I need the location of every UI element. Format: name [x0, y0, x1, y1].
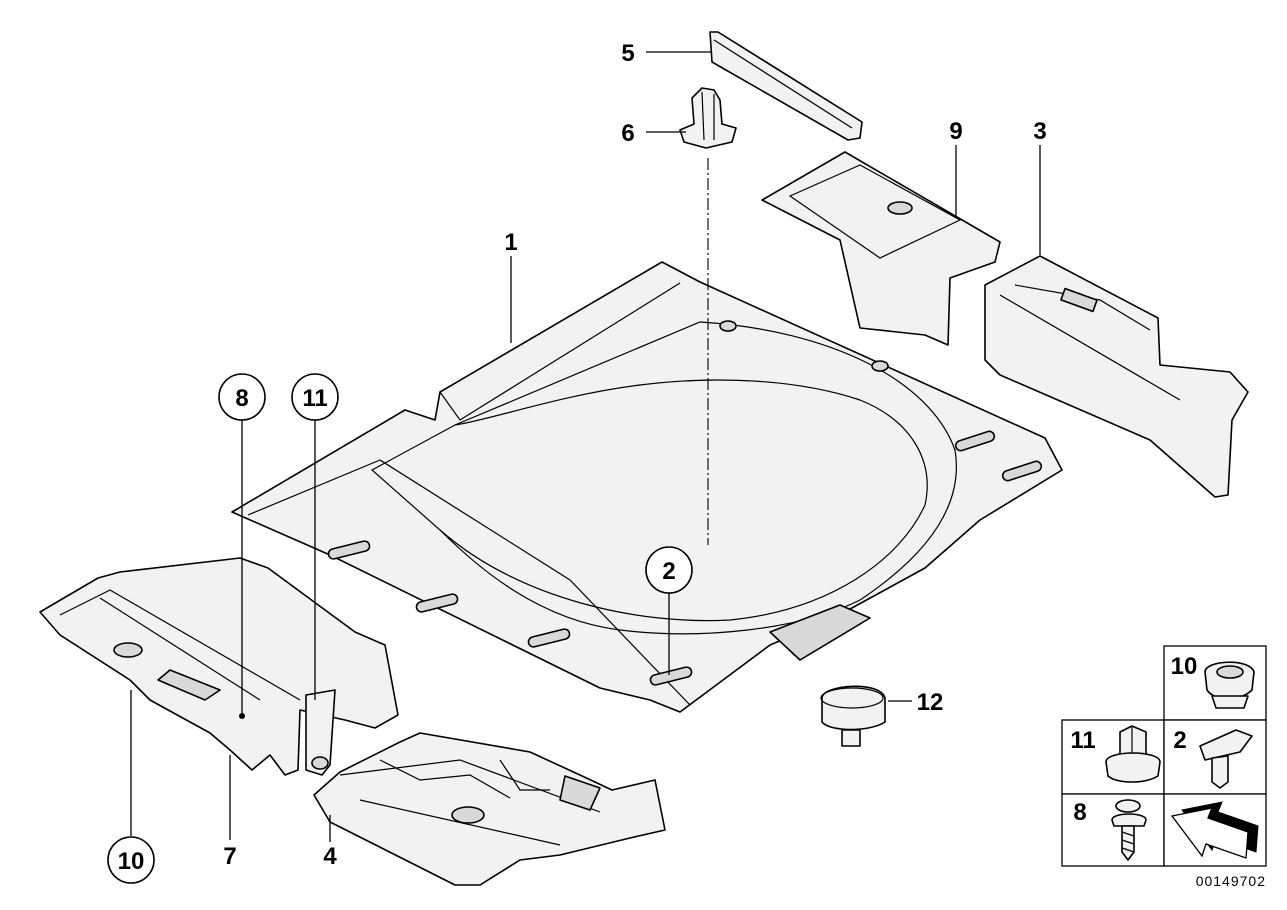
- part-9-side-trim-panel[interactable]: [761, 151, 1001, 346]
- part-1-trunk-floor-mat[interactable]: [231, 261, 1063, 713]
- screw-icon: [1111, 799, 1147, 861]
- legend-label-11: 11: [1070, 727, 1095, 754]
- callout-8-circle: [218, 373, 266, 421]
- callout-10: 10: [118, 848, 145, 875]
- callout-3: 3: [1033, 118, 1046, 145]
- callout-4: 4: [323, 843, 337, 870]
- legend-cell-8: [1061, 793, 1165, 867]
- legend-label-10: 10: [1171, 653, 1198, 680]
- callout-6: 6: [621, 120, 634, 147]
- callout-9: 9: [949, 118, 962, 145]
- reference-number: 00149702: [1196, 873, 1266, 889]
- part-6-expanding-rivet[interactable]: [679, 87, 737, 149]
- legend-label-2: 2: [1173, 727, 1186, 754]
- callout-11: 11: [302, 385, 327, 412]
- part-12-plug[interactable]: [820, 685, 886, 747]
- direction-arrow-icon: [1170, 801, 1259, 859]
- callout-7: 7: [223, 843, 236, 870]
- hex-nut-icon: [1105, 725, 1161, 783]
- part-4-tool-tray[interactable]: [313, 732, 666, 886]
- callout-12: 12: [917, 689, 944, 716]
- callout-5: 5: [621, 40, 634, 67]
- callout-11-circle: [291, 373, 339, 421]
- part-3-side-trim-panel[interactable]: [984, 255, 1249, 498]
- part-11-nut-installed[interactable]: [305, 689, 336, 776]
- callout-1: 1: [504, 229, 517, 256]
- callout-2-circle: [645, 546, 693, 594]
- grommet-icon: [1204, 661, 1255, 709]
- part-7-rear-trim[interactable]: [39, 557, 399, 776]
- legend-label-8: 8: [1073, 799, 1086, 826]
- callout-10-circle: [107, 836, 155, 884]
- part-5-cover-strip[interactable]: [709, 31, 863, 141]
- callout-2: 2: [662, 558, 675, 585]
- clip-icon: [1199, 729, 1253, 789]
- callout-8: 8: [235, 385, 248, 412]
- fastener-legend: 10 11 2 8: [1061, 645, 1267, 867]
